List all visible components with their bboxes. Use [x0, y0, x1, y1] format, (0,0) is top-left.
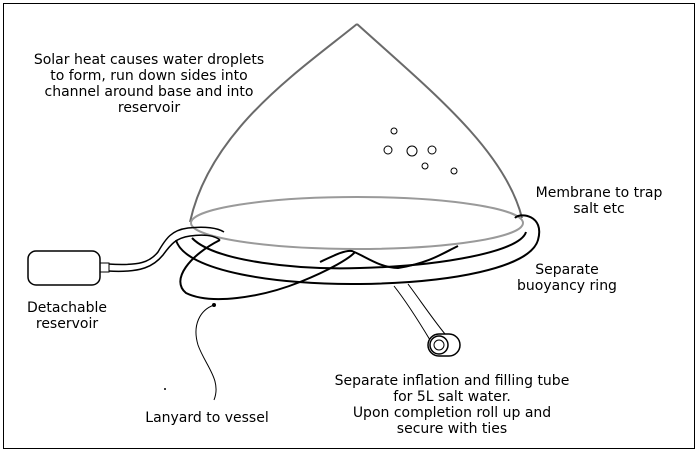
membrane-ellipse: [190, 196, 524, 250]
filling-tube-left: [393, 285, 431, 341]
label-filling-tube: Separate inflation and filling tube for …: [334, 373, 570, 437]
lanyard-end: [164, 388, 166, 390]
droplet: [383, 145, 393, 155]
label-buoyancy-ring: Separate buoyancy ring: [517, 262, 617, 294]
reservoir-tube-outer: [107, 226, 225, 266]
label-lanyard: Lanyard to vessel: [145, 410, 269, 426]
cone-outline: [189, 23, 523, 223]
lanyard-knot: [212, 303, 216, 307]
channel-inner-sag: [319, 245, 459, 270]
droplet: [427, 145, 437, 155]
droplet: [450, 167, 458, 175]
reservoir-body: [27, 250, 101, 286]
droplet: [390, 127, 398, 135]
buoyancy-ring: [175, 214, 541, 286]
lanyard-loop: [179, 239, 356, 301]
filling-tube-right: [407, 283, 446, 335]
droplet: [421, 162, 429, 170]
reservoir-tube-inner: [107, 234, 221, 273]
label-solar-heat: Solar heat causes water droplets to form…: [33, 52, 265, 116]
diagram-frame: [3, 3, 695, 449]
water-droplets: [383, 127, 458, 175]
droplet: [406, 145, 418, 157]
channel-ring: [191, 231, 527, 270]
label-membrane: Membrane to trap salt etc: [535, 185, 663, 217]
reservoir-tube-connector: [99, 262, 110, 273]
lanyard-cord: [195, 304, 217, 401]
filling-tube-end-inner: [433, 339, 445, 351]
label-reservoir: Detachable reservoir: [26, 300, 107, 332]
